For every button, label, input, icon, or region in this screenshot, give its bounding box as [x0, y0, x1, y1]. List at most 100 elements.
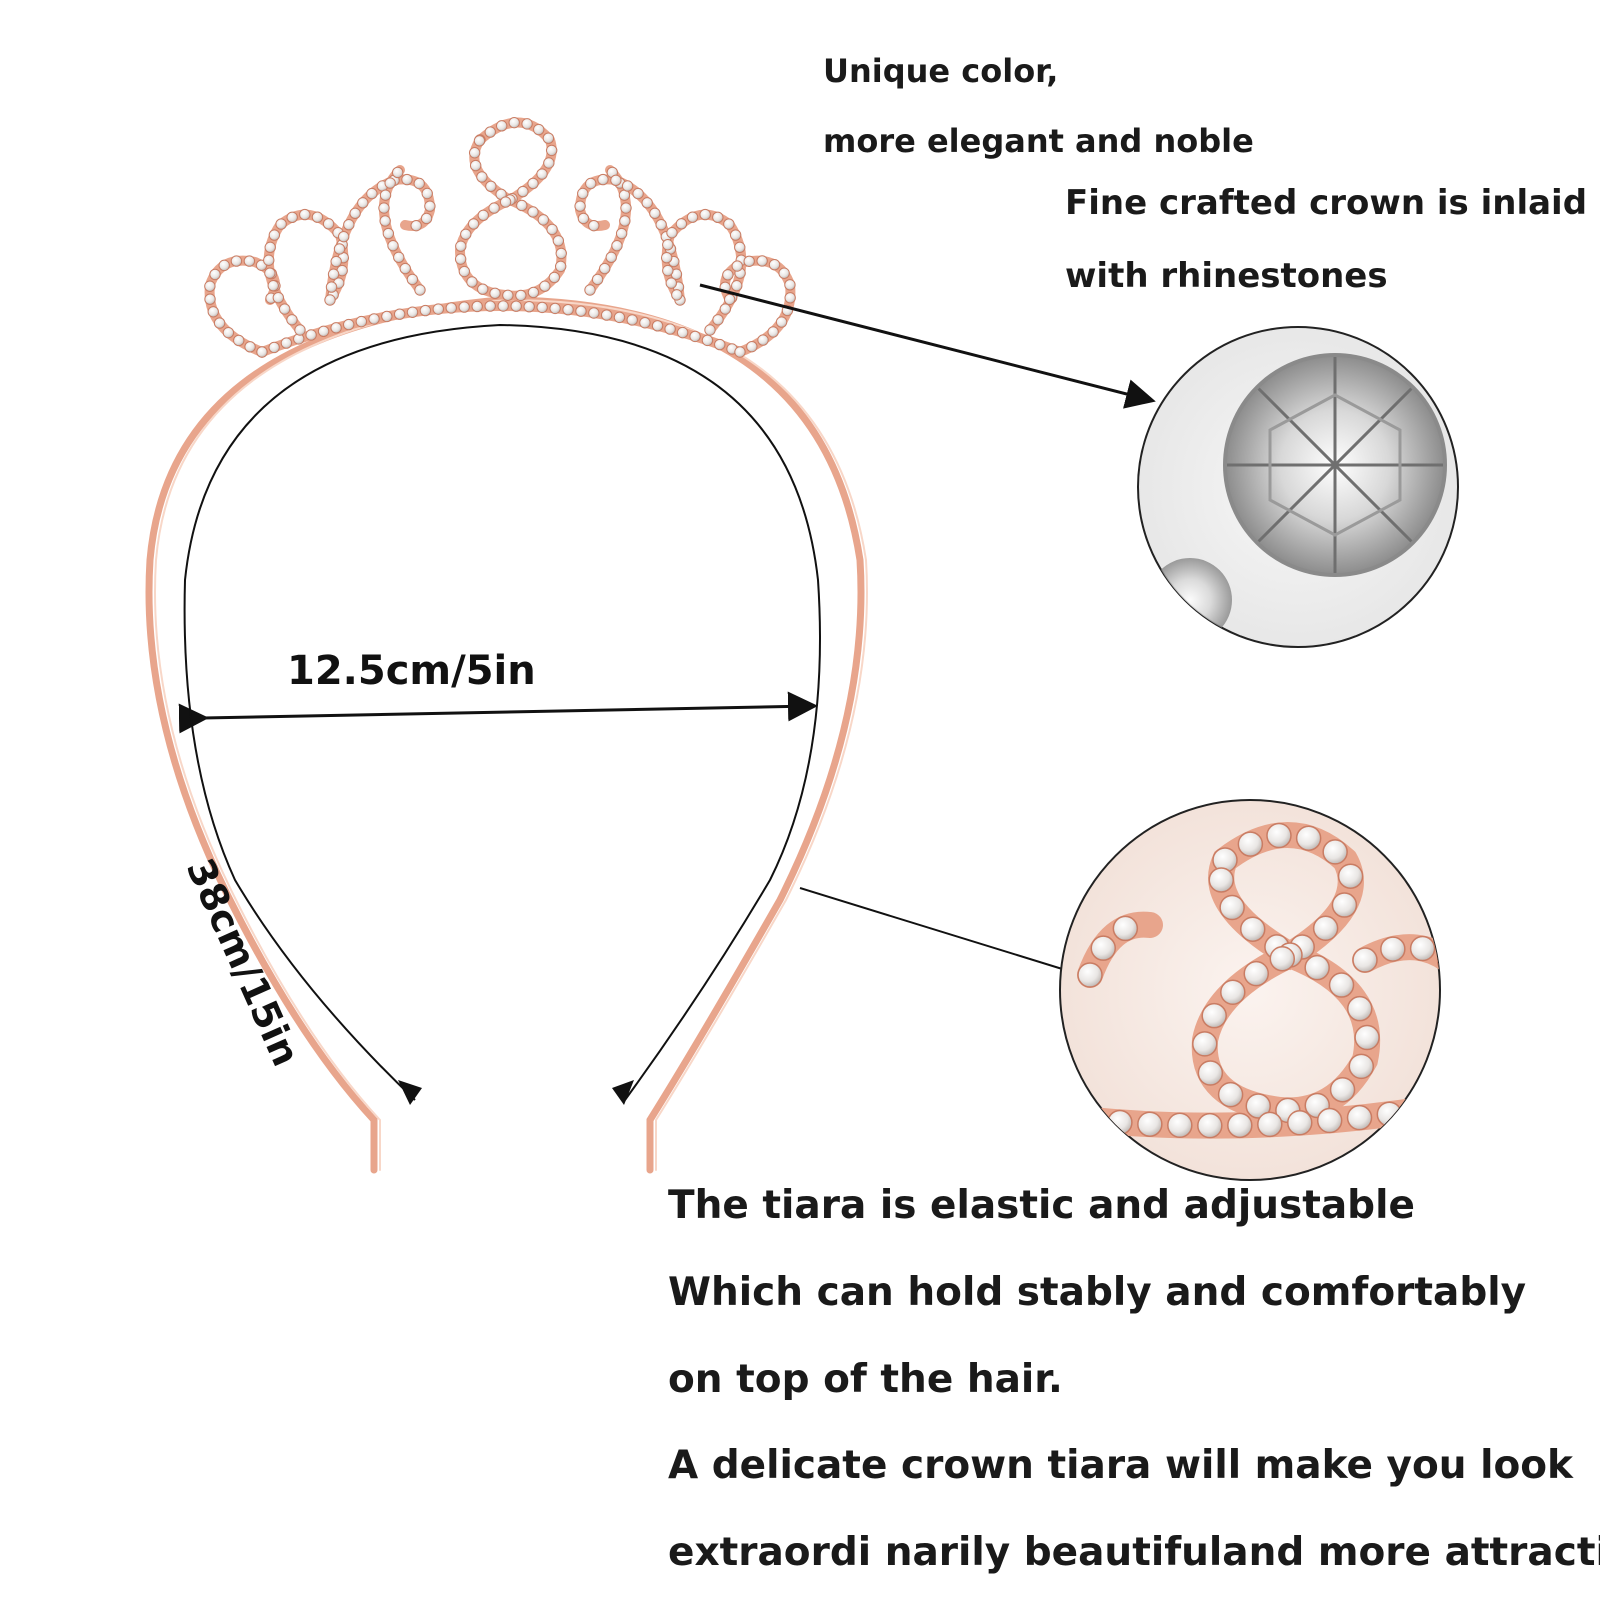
rhinestone: [729, 229, 742, 241]
closeup-rhinestone: [1337, 863, 1364, 889]
rhinestone: [419, 304, 432, 317]
rhinestone: [676, 326, 689, 339]
rhinestone: [743, 255, 755, 267]
closeup-rhinestone: [1376, 1101, 1403, 1127]
rhinestone: [768, 258, 781, 271]
closeup-rhinestone: [1227, 1112, 1253, 1139]
rhinestone: [746, 340, 758, 353]
rhinestone: [537, 214, 550, 226]
rhinestone: [393, 251, 405, 264]
rhinestone: [666, 227, 678, 239]
rhinestone: [675, 218, 688, 230]
rhinestone: [664, 323, 676, 335]
rhinestone: [467, 218, 480, 230]
rhinestone: [368, 313, 380, 325]
closeup-rhinestone: [1329, 1076, 1356, 1103]
rhinestone: [209, 268, 221, 281]
width-dimension-arrow: [178, 691, 818, 734]
closeup-rhinestone: [1237, 831, 1264, 857]
circumference-dimension-arrow: [183, 323, 821, 1101]
rhinestone: [458, 301, 470, 313]
rhinestone: [393, 308, 406, 320]
rhinestone: [577, 187, 589, 200]
closeup-rhinestone: [1077, 962, 1103, 988]
rhinestone: [545, 144, 558, 157]
rhinestone: [330, 322, 342, 334]
rhinestone: [333, 243, 346, 255]
rhinestone: [204, 280, 216, 292]
closeup-rhinestone: [1346, 995, 1373, 1022]
closeup-pointer: [799, 887, 1073, 973]
rhinestone: [317, 325, 330, 337]
rhinestone: [575, 305, 587, 317]
rhinestone: [264, 241, 276, 254]
closeup-rhinestone: [1295, 825, 1322, 851]
rhinestone: [213, 317, 226, 329]
closeup-rhinestone: [1436, 948, 1440, 974]
rhinestone: [784, 279, 796, 291]
closeup-rhinestone: [1287, 1110, 1313, 1136]
closeup-rhinestone: [1220, 979, 1246, 1005]
rhinestone: [734, 346, 746, 358]
rhinestone: [305, 329, 317, 341]
rhinestone: [597, 173, 609, 186]
feature-color-line1: Unique color,: [823, 52, 1059, 90]
closeup-rhinestone: [1077, 1107, 1103, 1133]
closeup-rhinestone: [1316, 1107, 1343, 1134]
rhinestone: [756, 255, 768, 267]
closeup-rhinestone: [1328, 972, 1355, 998]
rhinestone: [299, 208, 311, 221]
rhinestone: [714, 338, 726, 351]
rhinestone: [621, 180, 634, 192]
rhinestone: [591, 273, 604, 286]
rhinestone: [712, 211, 724, 224]
rhinestone: [391, 166, 404, 179]
rhinestone: [555, 247, 567, 260]
rhinestone: [723, 293, 736, 306]
rhinestone: [230, 255, 243, 267]
rhinestone: [324, 294, 336, 306]
rhinestone: [533, 123, 545, 136]
rhinestone: [600, 309, 613, 321]
rhinestone: [489, 287, 501, 300]
rhinestone: [357, 197, 369, 209]
rhinestone: [469, 159, 482, 172]
rhinestone: [460, 228, 472, 240]
closeup-rhinestone: [1245, 1093, 1272, 1119]
rhinestone: [330, 255, 342, 268]
rhinestone: [311, 211, 324, 223]
rhinestone: [233, 334, 245, 347]
closeup-rhinestone: [1304, 954, 1330, 981]
closeup-rhinestone: [1269, 945, 1296, 972]
closeup-rhinestone: [1208, 867, 1235, 893]
closeup-rhinestone: [1348, 1053, 1375, 1080]
description-line2: Which can hold stably and comfortably: [668, 1270, 1527, 1315]
rhinestone: [723, 218, 735, 230]
rhinestone: [218, 259, 230, 272]
rhinestone: [401, 173, 413, 186]
rhinestone: [588, 307, 600, 319]
rhinestone: [651, 320, 664, 332]
rhinestone: [712, 314, 724, 326]
rhinestone-closeup: [1137, 326, 1459, 648]
rhinestone: [473, 135, 486, 147]
rhinestone: [536, 301, 548, 314]
rhinestone: [410, 219, 422, 232]
rhinestone: [655, 219, 667, 231]
rhinestone: [343, 219, 355, 231]
arrow-head-left: [398, 1080, 422, 1105]
rhinestone: [445, 302, 457, 314]
closeup-rhinestone: [1239, 916, 1266, 942]
rhinestone: [243, 255, 256, 267]
rhinestone: [686, 211, 699, 223]
rhinestone: [508, 116, 520, 129]
rhinestone: [599, 262, 611, 275]
closeup-rhinestone: [1192, 1031, 1218, 1057]
rhinestone: [256, 346, 268, 358]
description-line1: The tiara is elastic and adjustable: [668, 1183, 1415, 1228]
closeup-rhinestone: [1346, 1104, 1373, 1131]
rhinestone: [639, 317, 651, 329]
rhinestone: [275, 218, 287, 230]
feature-crown-line1: Fine crafted crown is inlaid: [1065, 183, 1588, 223]
